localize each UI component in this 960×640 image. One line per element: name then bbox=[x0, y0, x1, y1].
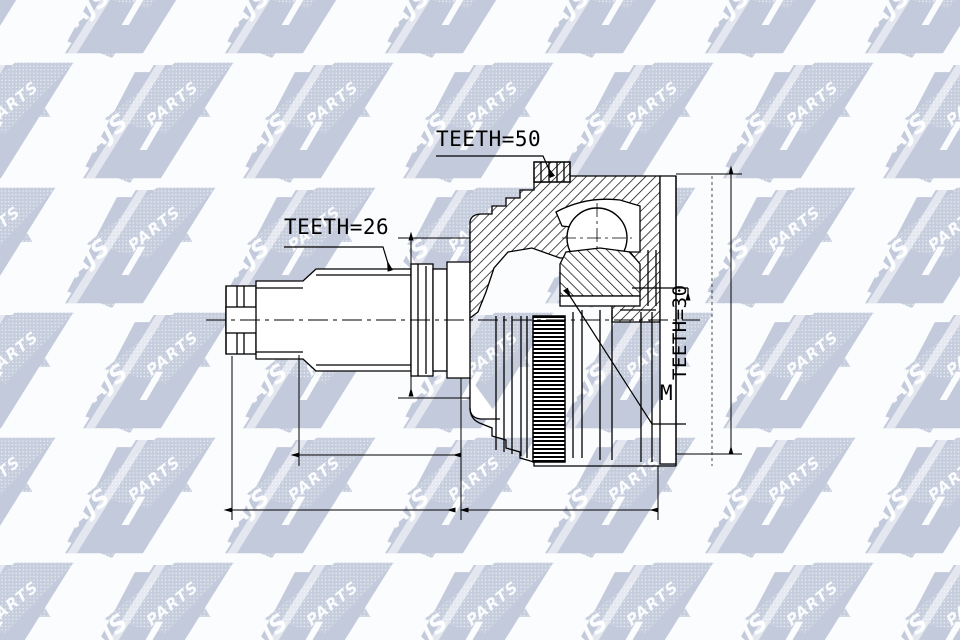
inner-race bbox=[559, 247, 657, 307]
crown-spline bbox=[533, 161, 571, 183]
teeth-outer-leader bbox=[436, 155, 555, 179]
teeth-outer-label: TEETH=50 bbox=[436, 127, 541, 151]
teeth-inner-label: TEETH=26 bbox=[284, 215, 389, 239]
shaft-diameter-dimension bbox=[398, 231, 470, 399]
teeth-inner-leader bbox=[284, 246, 393, 272]
housing-shoulder bbox=[469, 176, 677, 467]
joint-body-length-dimension bbox=[459, 466, 659, 520]
teeth-abs-leader bbox=[620, 287, 691, 311]
teeth-abs-label: TEETH=30 bbox=[669, 284, 691, 380]
shaft-length-dimension bbox=[290, 355, 462, 466]
abs-tone-ring bbox=[495, 310, 653, 463]
joint-outer-diameter-dimension bbox=[676, 165, 742, 466]
overall-length-dimension bbox=[223, 356, 462, 520]
marker-m-leader bbox=[563, 287, 686, 425]
marker-m-label: M bbox=[660, 381, 673, 405]
